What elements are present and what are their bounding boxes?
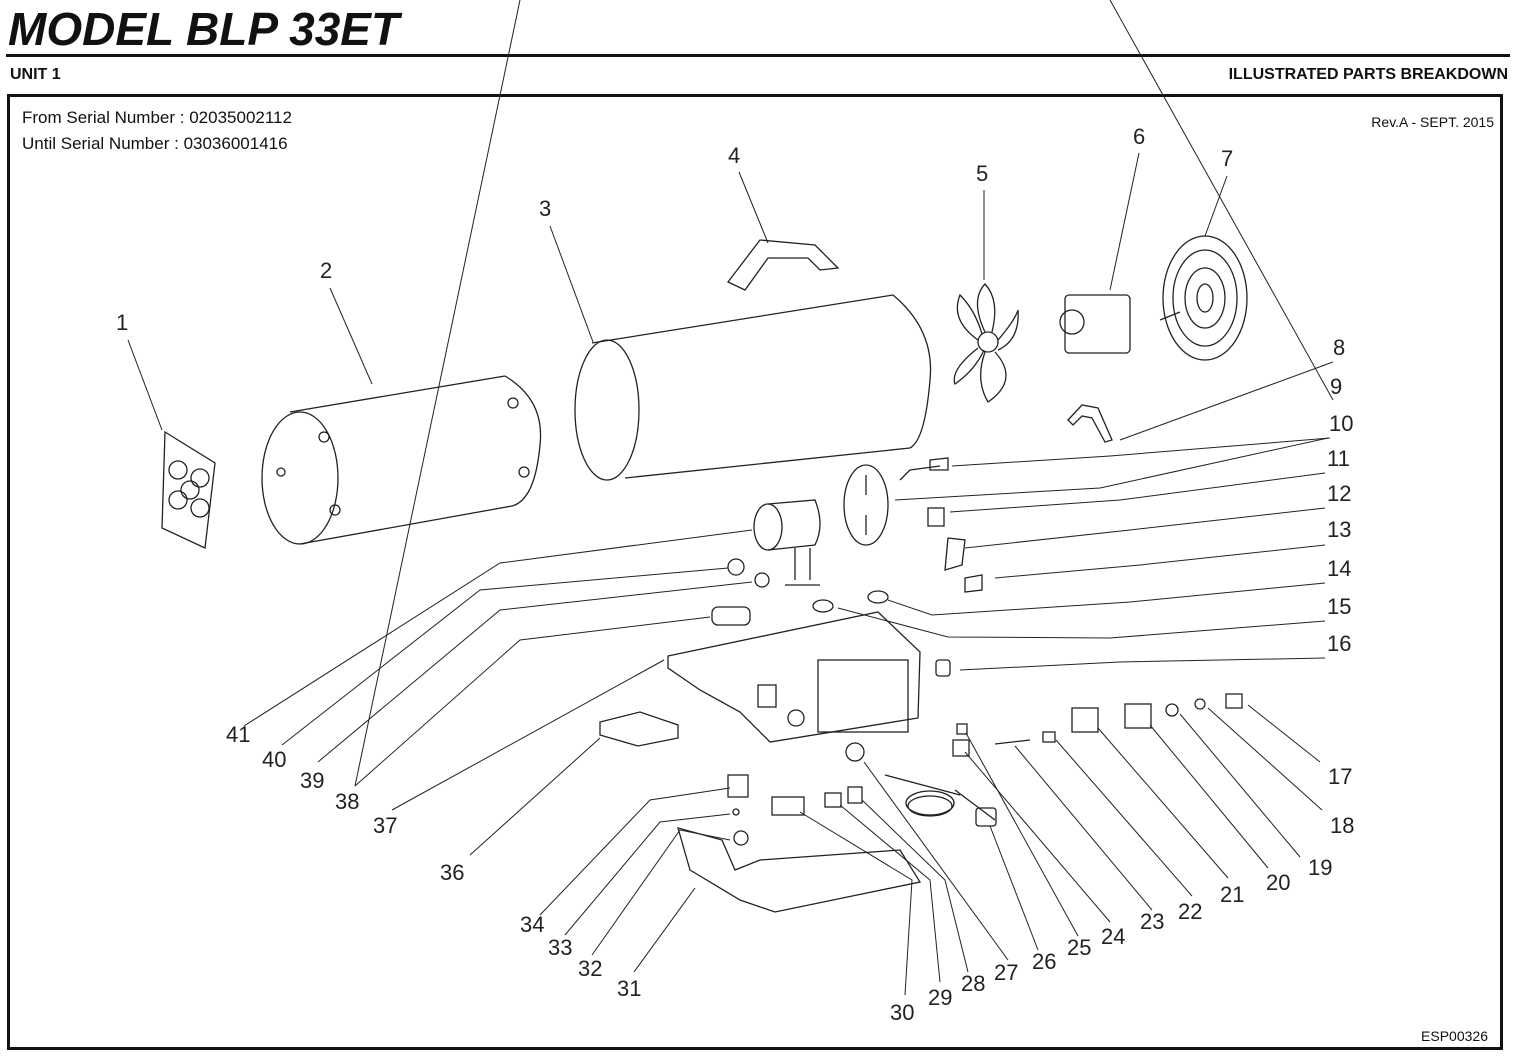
part-3-outer-casing xyxy=(574,294,932,481)
callout-40: 40 xyxy=(262,747,286,772)
callout-1: 1 xyxy=(116,310,128,335)
callout-26: 26 xyxy=(1032,949,1056,974)
callout-31: 31 xyxy=(617,976,641,1001)
part-31-bottom-tray xyxy=(677,827,922,913)
part-23-tube xyxy=(994,739,1031,745)
section-label: ILLUSTRATED PARTS BREAKDOWN xyxy=(1228,66,1508,83)
callout-37: 37 xyxy=(373,813,397,838)
callout-2: 2 xyxy=(320,258,332,283)
callout-17: 17 xyxy=(1328,764,1352,789)
callout-5: 5 xyxy=(976,161,988,186)
callout-10: 10 xyxy=(1329,411,1353,436)
callout-14: 14 xyxy=(1327,556,1351,581)
callout-25: 25 xyxy=(1067,935,1091,960)
callout-12: 12 xyxy=(1327,481,1351,506)
part-36-control-box xyxy=(599,711,679,747)
callout-22: 22 xyxy=(1178,899,1202,924)
callout-9: 9 xyxy=(1330,374,1342,399)
part-13-plate xyxy=(964,574,983,593)
callout-20: 20 xyxy=(1266,870,1290,895)
part-4-handle xyxy=(726,239,840,291)
callout-32: 32 xyxy=(578,956,602,981)
part-21-solenoid xyxy=(1071,707,1099,733)
callout-7: 7 xyxy=(1221,146,1233,171)
part-24-elbow xyxy=(952,739,970,757)
part-32-knob xyxy=(733,830,749,846)
callout-16: 16 xyxy=(1327,631,1351,656)
callout-4: 4 xyxy=(728,143,740,168)
callout-13: 13 xyxy=(1327,517,1351,542)
callout-27: 27 xyxy=(994,960,1018,985)
callout-33: 33 xyxy=(548,935,572,960)
callout-15: 15 xyxy=(1327,594,1351,619)
part-22-fitting xyxy=(1042,731,1056,743)
until-serial-label: Until Serial Number : xyxy=(22,134,179,153)
callout-30: 30 xyxy=(890,1000,914,1025)
part-34-switch xyxy=(727,774,749,798)
part-40-grommet xyxy=(727,558,745,576)
part-27-grommet xyxy=(845,742,865,762)
part-8-bracket xyxy=(1067,404,1113,443)
part-1-rear-guard xyxy=(161,430,216,549)
part-28-clip xyxy=(847,786,863,804)
model-title: MODEL BLP 33ET xyxy=(8,3,400,55)
callout-36: 36 xyxy=(440,860,464,885)
leader-lines xyxy=(127,0,1334,996)
part-18-washer xyxy=(1194,698,1206,710)
callout-24: 24 xyxy=(1101,924,1125,949)
part-20-valve xyxy=(1124,703,1152,729)
part-26-power-cord xyxy=(884,774,997,827)
from-serial: From Serial Number : 02035002112 xyxy=(22,108,292,128)
callout-18: 18 xyxy=(1330,813,1354,838)
callout-23: 23 xyxy=(1140,909,1164,934)
part-6-motor xyxy=(1059,294,1131,354)
part-19-nut xyxy=(1165,703,1179,717)
callout-38: 38 xyxy=(335,789,359,814)
callout-28: 28 xyxy=(961,971,985,996)
callout-21: 21 xyxy=(1220,882,1244,907)
part-9-electrode xyxy=(899,457,949,481)
until-serial-value: 03036001416 xyxy=(183,134,288,153)
part-15-grommet xyxy=(812,599,834,613)
part-10-burner-disc xyxy=(843,464,889,546)
from-serial-value: 02035002112 xyxy=(189,108,292,127)
part-11-relay xyxy=(927,507,945,527)
callout-labels: 1 2 3 4 5 6 7 8 9 10 11 12 13 14 15 16 1… xyxy=(116,124,1354,1025)
callout-3: 3 xyxy=(539,196,551,221)
callout-29: 29 xyxy=(928,985,952,1010)
revision-label: Rev.A - SEPT. 2015 xyxy=(1371,114,1494,130)
callout-39: 39 xyxy=(300,768,324,793)
part-17-fitting xyxy=(1225,693,1243,709)
part-29-fuse xyxy=(824,792,842,808)
part-16-nut xyxy=(935,659,951,677)
callout-19: 19 xyxy=(1308,855,1332,880)
part-41-burner-head xyxy=(753,499,821,586)
unit-label: UNIT 1 xyxy=(10,66,61,83)
callout-8: 8 xyxy=(1333,335,1345,360)
part-7-fan-guard xyxy=(1159,235,1248,361)
part-25-fitting xyxy=(956,723,968,735)
part-14-grommet xyxy=(867,590,889,604)
callout-6: 6 xyxy=(1133,124,1145,149)
part-33-screw xyxy=(732,808,740,816)
callout-11: 11 xyxy=(1327,446,1350,471)
callout-34: 34 xyxy=(520,912,544,937)
callout-41: 41 xyxy=(226,722,250,747)
header-rule xyxy=(6,54,1510,57)
part-12-terminal xyxy=(944,537,966,571)
until-serial: Until Serial Number : 03036001416 xyxy=(22,134,288,154)
part-38-capacitor xyxy=(711,606,751,626)
from-serial-label: From Serial Number : xyxy=(22,108,185,127)
diagram-frame xyxy=(7,94,1503,1050)
part-37-base-frame xyxy=(667,611,921,743)
part-2-combustion-chamber xyxy=(261,375,542,545)
drawing-code: ESP00326 xyxy=(1421,1028,1488,1044)
part-30-connector xyxy=(771,796,805,816)
part-5-fan-blade xyxy=(953,283,1019,403)
part-39-grommet xyxy=(754,572,770,588)
